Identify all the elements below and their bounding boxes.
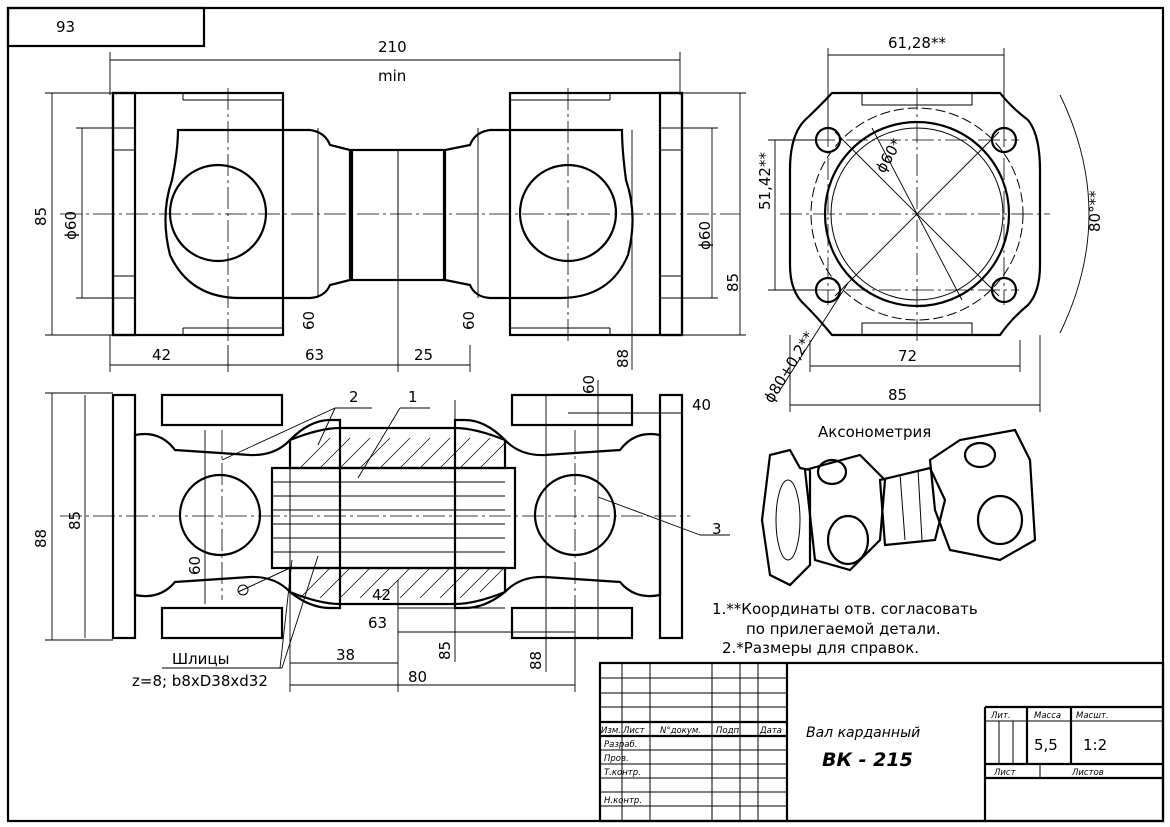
spline-label: Шлицы	[172, 650, 229, 668]
tb-mass-label: Масса	[1034, 711, 1061, 721]
dim-side-top: 61,28**	[888, 34, 946, 52]
dim-section-w63: 63	[368, 614, 387, 632]
tb-role-tkontr: Т.контр.	[604, 768, 641, 778]
dim-section-v88: 88	[527, 651, 545, 670]
dim-section-h60: 60	[186, 556, 204, 575]
dim-height-left: 85	[32, 207, 50, 226]
tb-col-date: Дата	[759, 726, 782, 736]
dim-side-width85: 85	[888, 386, 907, 404]
dim-section-w42: 42	[372, 586, 391, 604]
dim-section-w80: 80	[408, 668, 427, 686]
tb-col-izm: Изм.	[601, 726, 621, 736]
tb-lit-label: Лит.	[990, 711, 1011, 721]
dim-len25: 25	[414, 346, 433, 364]
dim-section-h88: 88	[32, 529, 50, 548]
dim-section-w38: 38	[336, 646, 355, 664]
tb-col-sign: Подп.	[716, 726, 742, 736]
callout-3: 3	[712, 520, 722, 538]
tb-sheet-label: Лист	[993, 768, 1017, 778]
dim-side-dia-bolt: ϕ80+0,2**	[760, 328, 818, 406]
dim-section-h85: 85	[66, 511, 84, 530]
tb-col-doc: N°докум.	[660, 726, 701, 736]
note-2: 2.*Размеры для справок.	[722, 639, 919, 657]
axonometry-label: Аксонометрия	[818, 423, 931, 441]
dim-height-right: 85	[724, 273, 742, 292]
tb-sheets-label: Листов	[1071, 768, 1104, 778]
dim-section-w40: 40	[692, 396, 711, 414]
dim-len42: 42	[152, 346, 171, 364]
tb-code: ВК - 215	[822, 749, 913, 771]
notes: 1.**Координаты отв. согласовать по приле…	[712, 600, 978, 657]
dim-h88: 88	[614, 349, 632, 368]
callout-2: 2	[349, 388, 359, 406]
section-view	[60, 393, 690, 640]
tb-name: Вал карданный	[806, 725, 920, 741]
tb-role-nkontr: Н.контр.	[604, 796, 642, 806]
tb-scale-label: Масшт.	[1076, 711, 1109, 721]
front-view-dimensions: 210 min 85 ϕ60 ϕ60 85 60 60 88 42 63 25	[32, 38, 746, 372]
tb-scale: 1:2	[1083, 736, 1107, 754]
corner-number: 93	[56, 18, 75, 36]
dim-section-v60: 60	[580, 375, 598, 394]
axonometry-sketch	[760, 428, 1037, 587]
tb-col-list: Лист	[622, 726, 646, 736]
dim-dia-left: ϕ60	[62, 211, 80, 240]
spline-spec: z=8; b8xD38xd32	[132, 672, 268, 690]
tb-role-prov: Пров.	[604, 754, 629, 764]
dim-h60-b: 60	[460, 311, 478, 330]
front-view	[60, 88, 740, 345]
dim-side-dia-inner: ϕ60*	[872, 135, 906, 176]
tb-role-razrab: Разраб.	[604, 740, 637, 750]
dim-side-left: 51,42**	[756, 152, 774, 210]
dim-overall-note: min	[378, 67, 406, 85]
dim-side-angle: 80°**	[1086, 190, 1104, 232]
callout-1: 1	[408, 388, 418, 406]
note-1: 1.**Координаты отв. согласовать	[712, 600, 978, 618]
sheet-frame	[6, 6, 1165, 823]
section-dimensions: 88 85 60 60 40 42 63 38 80 85 88 2 1 3	[32, 375, 730, 692]
dim-len63: 63	[305, 346, 324, 364]
corner-number-box	[6, 6, 206, 48]
dim-side-width72: 72	[898, 347, 917, 365]
title-block: Изм. Лист N°докум. Подп. Дата Разраб. Пр…	[598, 661, 1165, 823]
dim-section-v85: 85	[436, 641, 454, 660]
tb-mass: 5,5	[1034, 736, 1058, 754]
dim-h60-a: 60	[300, 311, 318, 330]
dim-dia-right: ϕ60	[696, 221, 714, 250]
dim-overall-length: 210	[378, 38, 407, 56]
side-view-dimensions: 61,28** 51,42** ϕ60* 80°** 72 85 ϕ80+0,2…	[756, 34, 1104, 412]
note-1-cont: по прилегаемой детали.	[746, 620, 941, 638]
side-view	[780, 88, 1050, 345]
